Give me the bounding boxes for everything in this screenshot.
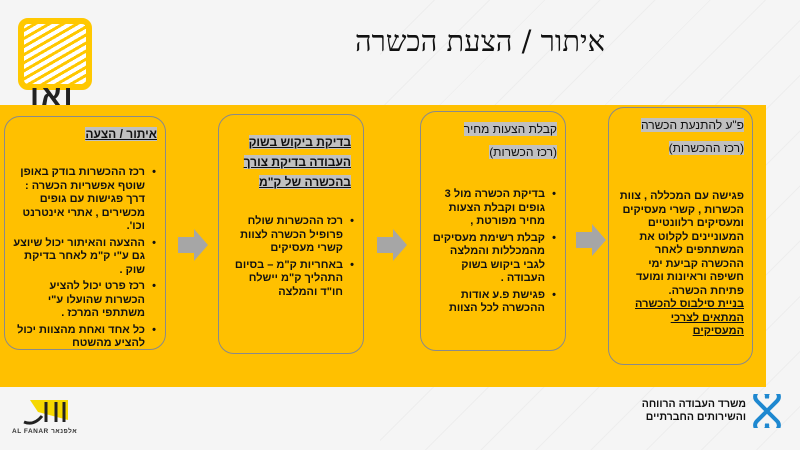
ministry-name: משרד העבודה הרווחה והשירותים החברתיים	[630, 398, 746, 424]
alfanar-caption: AL FANAR אלפנאר	[12, 428, 78, 435]
list-item: בדיקת הכשרה מול 3 גופים וקבלת הצעות מחיר…	[429, 188, 556, 229]
list-item: רכז ההכשרות שולח פרופיל הכשרה לצוות קשרי…	[227, 215, 354, 256]
list-item: רכז ההכשרות בודק באופן שוטף אפשריות הכשר…	[13, 166, 156, 234]
ministry-logo-icon	[753, 394, 781, 428]
step-card-price-quotes: קבלת הצעות מחיר (רכז הכשרות) בדיקת הכשרה…	[420, 111, 566, 351]
page-title: איתור / הצעת הכשרה	[354, 24, 606, 58]
step-heading: קבלת הצעות מחיר	[463, 122, 557, 136]
step-heading: בדיקת ביקוש בשוק העבודה בדיקת צורך בהכשר…	[243, 135, 351, 189]
step-subheading: (רכז הכשרות)	[489, 145, 557, 159]
step-heading: איתור / הצעה	[85, 127, 157, 141]
step-heading: פ"ע להתנעת הכשרה	[640, 118, 744, 132]
list-item: ההצעה והאיתור יכול שיוצע גם ע"י ק"מ לאחר…	[13, 237, 156, 278]
step-card-locate: איתור / הצעה רכז ההכשרות בודק באופן שוטף…	[4, 116, 166, 350]
list-item: באחריות ק"מ – בסיום התהליך ק"מ יישלח חו"…	[227, 259, 354, 300]
alfanar-logo-icon	[23, 400, 68, 425]
ministry-line-2: והשירותים החברתיים	[645, 411, 746, 423]
step-card-demand-check: בדיקת ביקוש בשוק העבודה בדיקת צורך בהכשר…	[218, 114, 364, 354]
list-item: כל אחד ואחת מהצוות יכול להציע מהשטח	[13, 324, 156, 351]
list-item: קבלת רשימת מעסיקים מהמכללות והמלצה לגבי …	[429, 232, 556, 286]
alfanar-logo	[18, 398, 68, 433]
step-card-kickoff: פ"ע להתנעת הכשרה (רכז ההכשרות) פגישה עם …	[608, 107, 753, 365]
step-body: פגישה עם המכללה , צוות הכשרות , קשרי מעס…	[619, 190, 744, 297]
list-item: רכז פרט יכול להציע הכשרות שהועלו ע"י משת…	[13, 280, 156, 321]
list-item: פגישת פ.ע אודות ההכשרה לכל הצוות	[429, 289, 556, 316]
ministry-line-1: משרד העבודה הרווחה	[641, 398, 746, 410]
syllabus-link[interactable]: בניית סילבוס להכשרה המתאים לצרכי המעסיקי…	[635, 298, 744, 337]
wan-logo-icon	[18, 18, 92, 90]
step-subheading: (רכז ההכשרות)	[668, 141, 744, 155]
